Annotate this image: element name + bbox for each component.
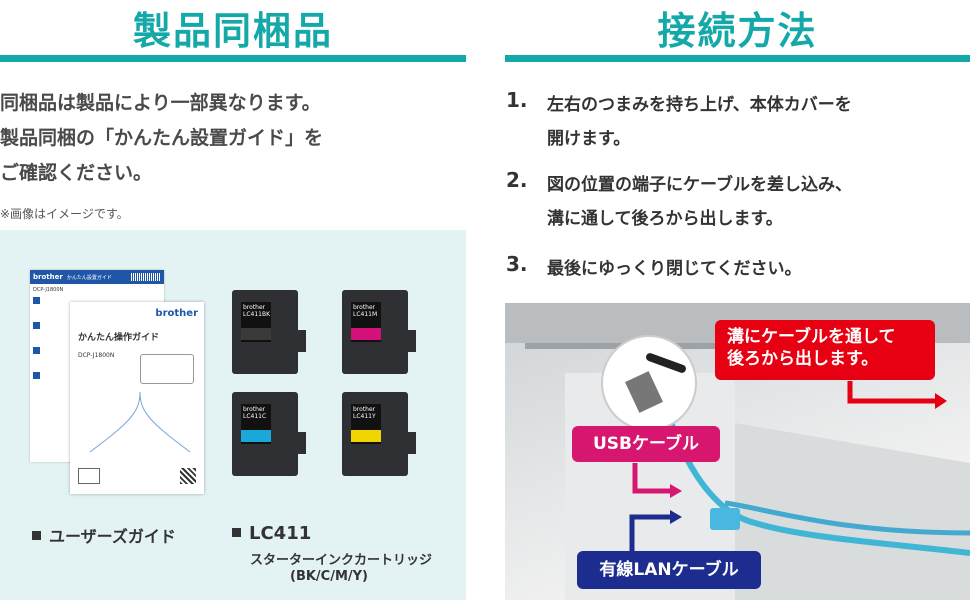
cartridge-code: LC411C	[243, 413, 267, 420]
callout-usb-cable: USBケーブル	[572, 426, 720, 462]
caption-ink-text: LC411	[249, 523, 312, 544]
step-text-line: 開けます。	[547, 129, 631, 149]
swoosh-graphic	[89, 391, 191, 453]
monitor-icon	[78, 468, 100, 484]
manual-title: かんたん設置ガイド	[66, 274, 112, 281]
step-text-line: 左右のつまみを持ち上げ、本体カバーを	[547, 95, 852, 115]
step-number: 3.	[506, 252, 528, 276]
printer-interior-photo: 溝にケーブルを通して 後ろから出します。 USBケーブル 有線LANケーブル	[505, 303, 970, 600]
callout-route-cable: 溝にケーブルを通して 後ろから出します。	[715, 320, 935, 380]
usb-connector-inset	[601, 335, 697, 431]
caption-ink-sub1: スターターインクカートリッジ	[250, 553, 433, 568]
callout-route-line-1: 溝にケーブルを通して	[727, 327, 896, 347]
left-heading: 製品同梱品	[132, 9, 333, 53]
barcode-icon	[131, 273, 161, 281]
operation-guide-manual: brother かんたん操作ガイド DCP-J1800N	[70, 302, 204, 494]
magenta-arrow-icon	[632, 463, 682, 498]
cartridge-brand: brother	[353, 406, 376, 413]
step-number: 2.	[506, 168, 528, 192]
manual-model-front: DCP-J1800N	[78, 352, 115, 359]
cartridge-code: LC411M	[353, 311, 378, 318]
caption-users-guide: ユーザーズガイド	[32, 523, 176, 547]
bullet-square-icon	[32, 531, 41, 540]
right-heading: 接続方法	[657, 9, 818, 53]
qr-code-icon	[180, 468, 196, 484]
callout-route-line-2: 後ろから出します。	[727, 349, 879, 369]
intro-line-3: ご確認ください。	[0, 162, 153, 184]
right-heading-rule	[505, 55, 970, 62]
left-heading-rule	[0, 55, 466, 62]
step-text-line: 溝に通して後ろから出します。	[547, 209, 783, 229]
callout-lan-cable: 有線LANケーブル	[577, 551, 761, 589]
image-note: ※画像はイメージです。	[0, 207, 129, 221]
manual-brand: brother	[33, 273, 63, 281]
manual-brand-front: brother	[155, 308, 198, 319]
intro-line-2: 製品同梱の「かんたん設置ガイド」を	[0, 127, 324, 149]
caption-users-guide-text: ユーザーズガイド	[49, 527, 176, 546]
step-number: 1.	[506, 88, 528, 112]
printer-sketch-icon	[140, 354, 194, 384]
step-text-line: 最後にゆっくり閉じてください。	[547, 259, 802, 279]
manual-model: DCP-J1800N	[33, 287, 64, 293]
red-arrow-icon	[847, 381, 947, 409]
cartridge-brand: brother	[243, 406, 266, 413]
caption-ink: LC411	[232, 523, 311, 544]
intro-line-1: 同梱品は製品により一部異なります。	[0, 92, 321, 114]
cartridge-brand: brother	[353, 304, 376, 311]
step-text-line: 図の位置の端子にケーブルを差し込み、	[547, 175, 852, 195]
caption-ink-sub2: (BK/C/M/Y)	[290, 569, 368, 584]
navy-arrow-icon	[629, 510, 682, 553]
cartridge-code: LC411Y	[353, 413, 376, 420]
left-intro-text: 同梱品は製品により一部異なります。 製品同梱の「かんたん設置ガイド」を ご確認く…	[0, 86, 460, 191]
cartridge-brand: brother	[243, 304, 266, 311]
manual-title-front: かんたん操作ガイド	[78, 333, 160, 343]
cartridge-code: LC411BK	[243, 311, 271, 318]
bullet-square-icon	[232, 528, 241, 537]
